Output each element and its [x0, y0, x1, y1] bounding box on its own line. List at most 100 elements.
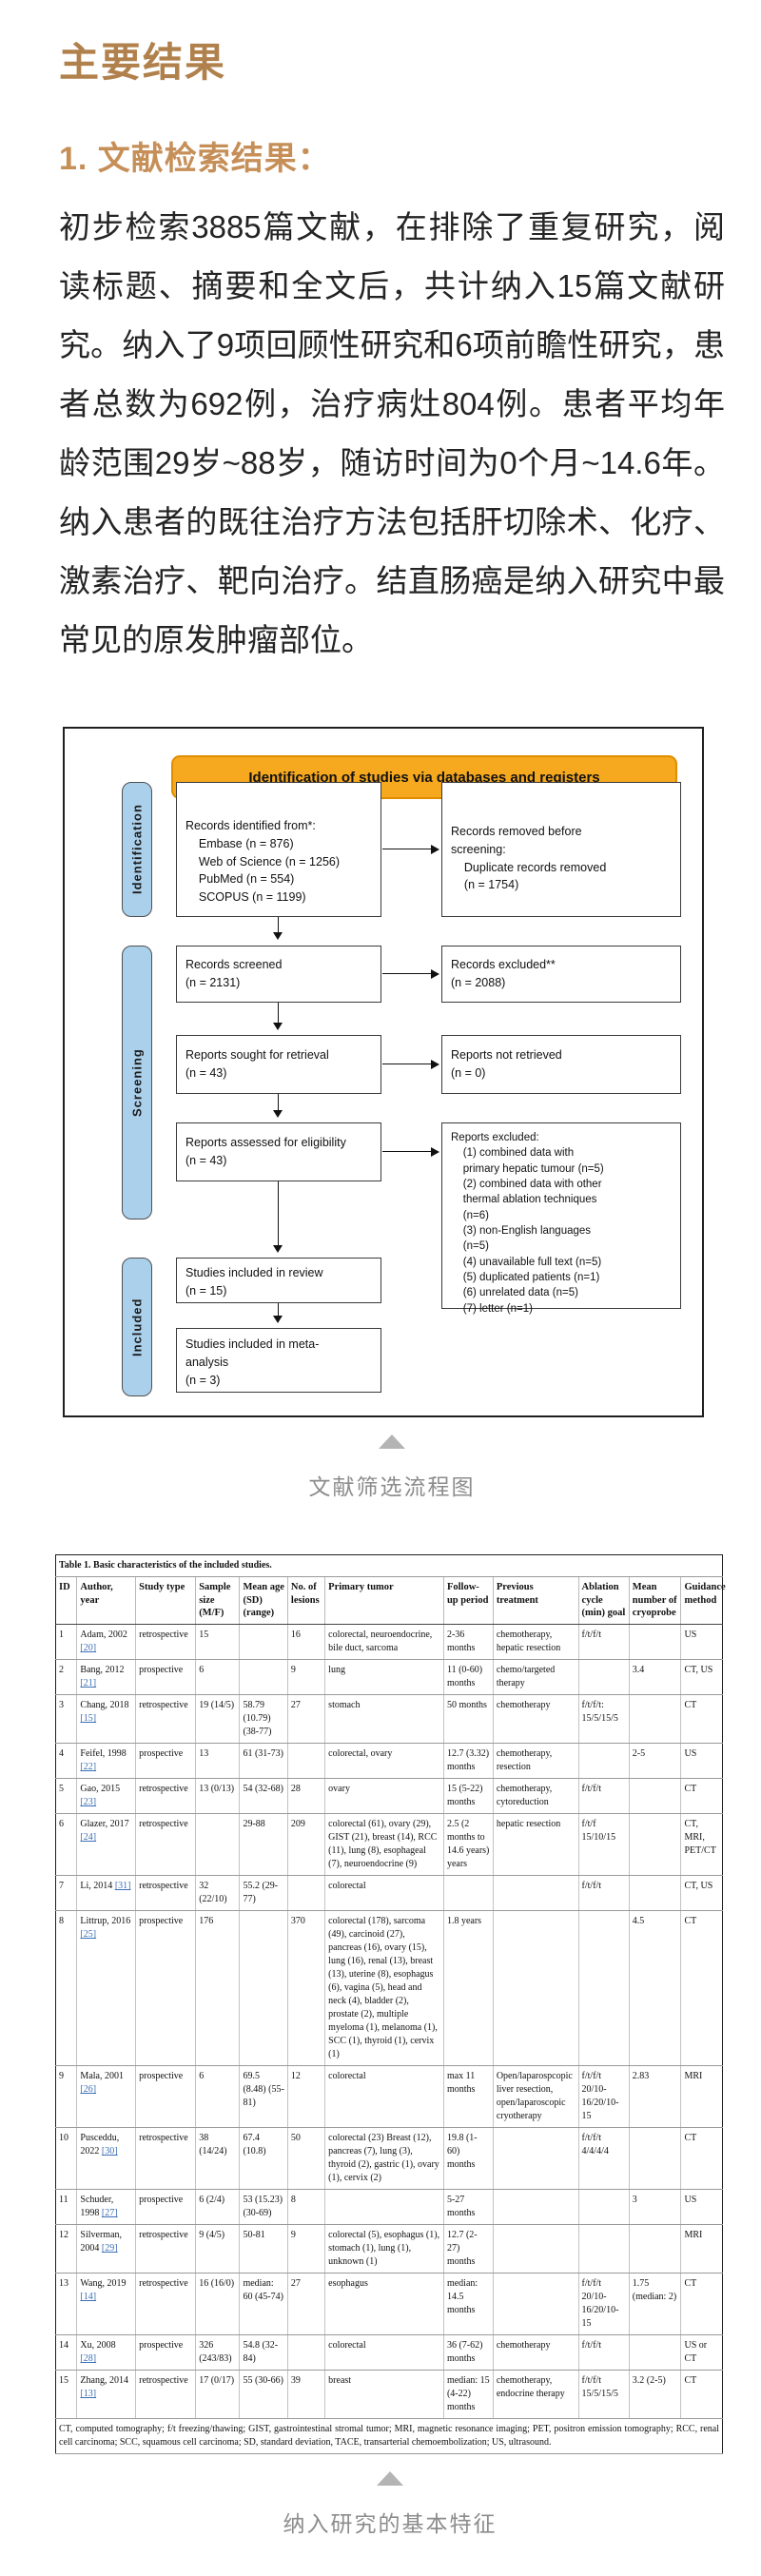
table-cell: 54.8 (32-84)	[239, 2334, 288, 2371]
table-cell: 1	[55, 1624, 78, 1660]
table-cell: US	[680, 2189, 723, 2225]
table-cell: 5-27 months	[443, 2189, 494, 2225]
citation-link[interactable]: [28]	[80, 2352, 97, 2364]
table-cell: 36 (7-62) months	[443, 2334, 494, 2371]
citation-link[interactable]: [24]	[80, 1831, 97, 1843]
table-cell: 17 (0/17)	[195, 2370, 241, 2419]
table-cell: Xu, 2008 [28]	[76, 2334, 137, 2371]
table-cell: 16	[287, 1624, 326, 1660]
box-reports-not-retrieved: Reports not retrieved (n = 0)	[441, 1035, 681, 1094]
citation-link[interactable]: [27]	[101, 2207, 118, 2218]
citation-link[interactable]: [25]	[80, 1928, 97, 1940]
table-cell	[629, 2224, 682, 2274]
table-cell: prospective	[135, 1659, 197, 1695]
table-cell: 6 (2/4)	[195, 2189, 241, 2225]
table-cell: 3	[629, 2189, 682, 2225]
arrow-screened-to-excluded	[382, 968, 439, 979]
table-cell: 58.79 (10.79) (38-77)	[239, 1694, 288, 1744]
table-cell: 11	[55, 2189, 78, 2225]
table-cell: 69.5 (8.48) (55-81)	[239, 2065, 288, 2128]
citation-link[interactable]: [22]	[80, 1761, 97, 1772]
table-cell: 2-36 months	[443, 1624, 494, 1660]
table-cell: 9	[55, 2065, 78, 2128]
stage-label-identification: Identification	[122, 782, 152, 917]
table-cell: f/t/f/t: 15/5/15/5	[578, 1694, 630, 1744]
table-cell	[578, 2189, 630, 2225]
table-cell: chemotherapy	[493, 2334, 579, 2371]
table-cell: 39	[287, 2370, 326, 2419]
citation-link[interactable]: [31]	[114, 1880, 131, 1891]
table-cell: Zhang, 2014 [13]	[76, 2370, 137, 2419]
table-cell: chemotherapy, resection	[493, 1743, 579, 1779]
citation-link[interactable]: [30]	[101, 2145, 118, 2156]
table-caption: 纳入研究的基本特征	[55, 2470, 725, 2538]
table-cell: chemotherapy, endocrine therapy	[493, 2370, 579, 2419]
table-cell: 53 (15.23) (30-69)	[239, 2189, 288, 2225]
table-cell: 50-81	[239, 2224, 288, 2274]
page-title: 主要结果	[59, 42, 227, 86]
citation-link[interactable]: [15]	[80, 1712, 97, 1724]
box-records-excluded: Records excluded** (n = 2088)	[441, 946, 681, 1003]
box-records-screened: Records screened (n = 2131)	[176, 946, 381, 1003]
study-table-wrap: Table 1. Basic characteristics of the in…	[55, 1554, 726, 2538]
table-cell: ovary	[324, 1778, 444, 1814]
citation-link[interactable]: [20]	[80, 1642, 97, 1653]
citation-link[interactable]: [13]	[80, 2388, 97, 2399]
citation-link[interactable]: [21]	[80, 1677, 97, 1688]
table-cell: 38 (14/24)	[195, 2127, 241, 2190]
table-cell: hepatic resection	[493, 1813, 579, 1876]
table-cell	[629, 1778, 682, 1814]
column-header: Follow-up period	[443, 1576, 494, 1625]
table-cell: esophagus	[324, 2273, 444, 2335]
table-cell	[239, 1659, 288, 1695]
table-cell: 15	[195, 1624, 241, 1660]
table-cell: median: 14.5 months	[443, 2273, 494, 2335]
table-cell: colorectal, ovary	[324, 1743, 444, 1779]
table-cell: 13	[195, 1743, 241, 1779]
table-cell: 8	[287, 2189, 326, 2225]
table-cell	[493, 2273, 579, 2335]
table-cell: retrospective	[135, 2370, 197, 2419]
table-cell: CT, US	[680, 1659, 723, 1695]
table-cell: 15	[55, 2370, 78, 2419]
table-caption-text: 纳入研究的基本特征	[283, 2510, 498, 2536]
table-cell: 12.7 (2-27) months	[443, 2224, 494, 2274]
table-cell: 16 (16/0)	[195, 2273, 241, 2335]
column-header: Mean age (SD) (range)	[239, 1576, 288, 1625]
table-cell: Gao, 2015 [23]	[76, 1778, 137, 1814]
table-cell	[629, 1624, 682, 1660]
table-cell: 12	[287, 2065, 326, 2128]
citation-link[interactable]: [23]	[80, 1796, 97, 1807]
table-cell: Bang, 2012 [21]	[76, 1659, 137, 1695]
table-cell: retrospective	[135, 2127, 197, 2190]
triangle-up-icon	[377, 2470, 403, 2486]
box-reports-assessed: Reports assessed for eligibility (n = 43…	[176, 1122, 381, 1181]
table-cell: 1.75 (median: 2)	[629, 2273, 682, 2335]
table-cell: 2	[55, 1659, 78, 1695]
table-cell: 12	[55, 2224, 78, 2274]
table-cell: 13 (0/13)	[195, 1778, 241, 1814]
triangle-up-icon	[379, 1434, 405, 1449]
table-cell: Open/laparospcopic liver resection, open…	[493, 2065, 579, 2128]
table-cell: colorectal	[324, 2065, 444, 2128]
table-cell: 50	[287, 2127, 326, 2190]
arrow-assessed-to-excluded	[382, 1146, 439, 1157]
table-cell	[629, 1813, 682, 1876]
table-cell: lung	[324, 1659, 444, 1695]
table-cell	[324, 2189, 444, 2225]
column-header: Sample size (M/F)	[195, 1576, 241, 1625]
table-cell	[287, 1743, 326, 1779]
citation-link[interactable]: [26]	[80, 2083, 97, 2095]
table-cell: median: 15 (4-22) months	[443, 2370, 494, 2419]
table-cell: prospective	[135, 1743, 197, 1779]
citation-link[interactable]: [29]	[101, 2242, 118, 2254]
citation-link[interactable]: [14]	[80, 2291, 97, 2302]
table-cell	[493, 2189, 579, 2225]
flow-diagram-caption: 文献筛选流程图	[59, 1434, 725, 1501]
table-cell	[239, 1624, 288, 1660]
table-cell: f/t/f/t 20/10-16/20/10-15	[578, 2065, 630, 2128]
